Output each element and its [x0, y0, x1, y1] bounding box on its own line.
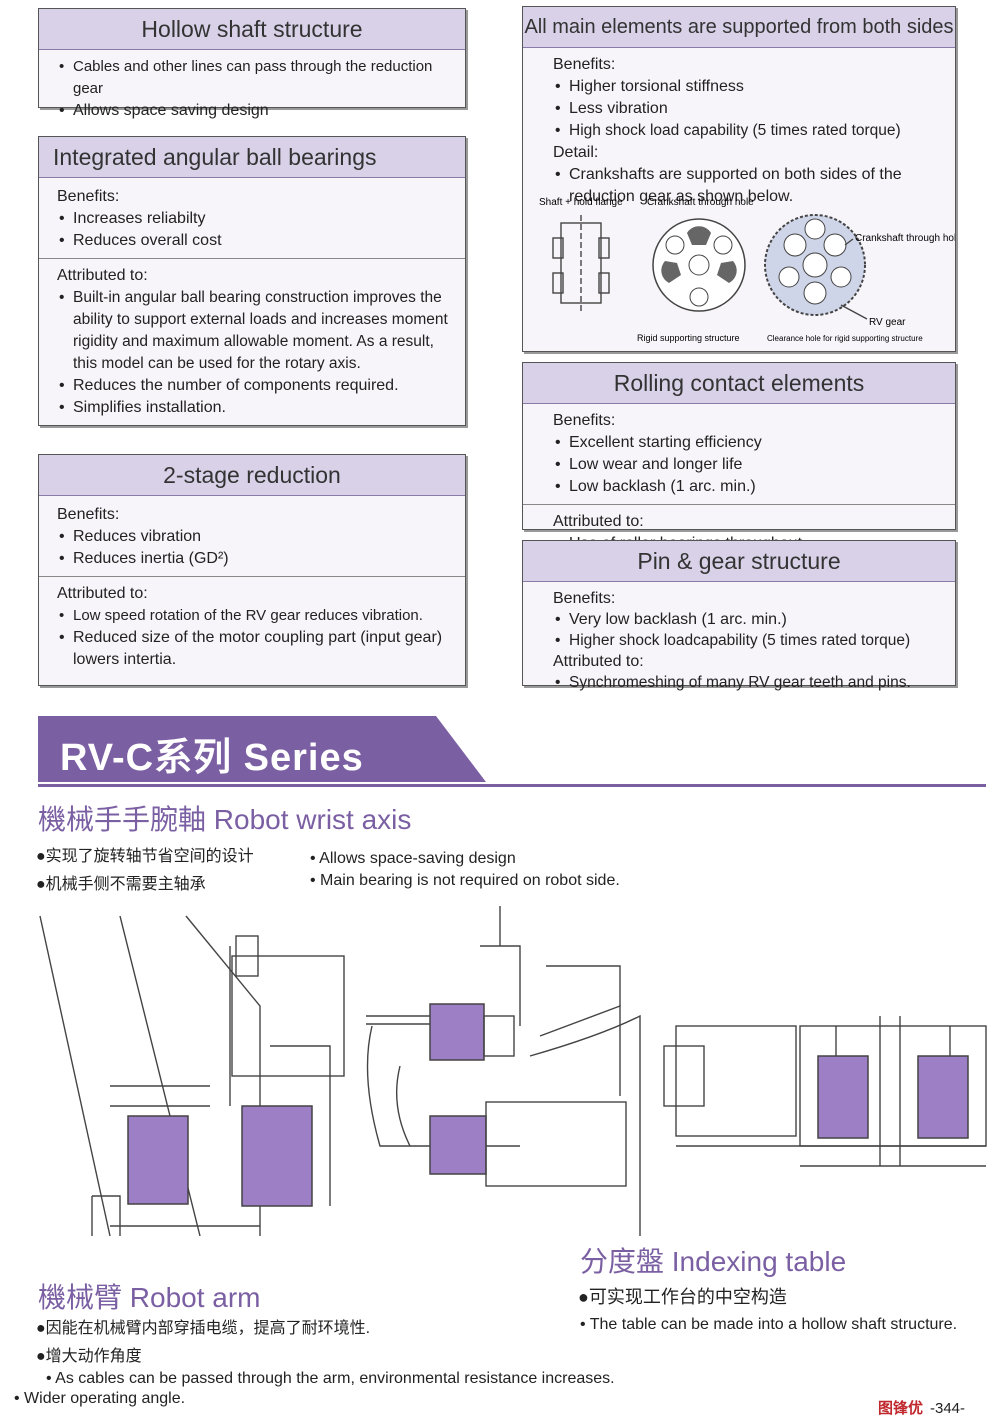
indexing-en-1: • The table can be made into a hollow sh…	[580, 1316, 958, 1333]
wrist-en-1: • Allows space-saving design	[310, 850, 516, 867]
arm-cn-1: ●因能在机械臂内部穿插电缆，提高了耐环境性.	[36, 1320, 371, 1337]
benefit-item: Low backlash (1 arc. min.)	[553, 476, 941, 498]
benefits-label: Benefits:	[553, 412, 616, 429]
attr-item: Built-in angular ball bearing constructi…	[57, 287, 451, 375]
robot-arm-drawing	[39, 915, 345, 1236]
benefit-item: Reduces vibration	[57, 526, 451, 548]
benefits-label: Benefits:	[57, 506, 120, 523]
benefit-item: Higher torsional stiffness	[553, 76, 941, 98]
indexing-title: 分度盤 Indexing table	[580, 1246, 847, 1277]
benefit-item: Excellent starting efficiency	[553, 432, 941, 454]
rolling-title: Rolling contact elements	[523, 363, 955, 404]
detail-label: Detail:	[553, 144, 599, 161]
series-banner	[38, 716, 486, 782]
rv-gear-disk	[764, 214, 866, 316]
wrist-drawing	[366, 906, 641, 1236]
attr-item: Reduced size of the motor coupling part …	[57, 627, 451, 671]
hollow-item: Cables and other lines can pass through …	[57, 56, 451, 100]
page-number: -344-	[930, 1400, 966, 1417]
shaft-cross-section	[552, 215, 610, 313]
rigid-label: Rigid supporting structure	[637, 333, 740, 343]
benefit-item: Reduces overall cost	[57, 230, 451, 252]
attr-item: Reduces the number of components require…	[57, 375, 451, 397]
benefit-item: Increases reliabilty	[57, 208, 451, 230]
divider	[523, 504, 955, 505]
crankshaft-support-figure: Shaft + hold flange Crankshaft through h…	[539, 197, 955, 343]
indexing-cn-1: ●可实现工作台的中空构造	[578, 1287, 787, 1307]
benefit-item: High shock load capability (5 times rate…	[553, 120, 941, 142]
rolling-box: Rolling contact elements Benefits: Excel…	[522, 362, 956, 555]
attributed-label: Attributed to:	[553, 513, 644, 530]
benefit-item: Less vibration	[553, 98, 941, 120]
benefit-item: Reduces inertia (GD²)	[57, 548, 451, 570]
attr-item: Simplifies installation.	[57, 397, 451, 419]
hollow-shaft-box: Hollow shaft structure Cables and other …	[38, 8, 466, 122]
clearance-label: Clearance hole for rigid supporting stru…	[767, 334, 923, 343]
bearings-title: Integrated angular ball bearings	[39, 137, 465, 178]
hollow-shaft-title: Hollow shaft structure	[39, 9, 465, 50]
benefit-item: Low wear and longer life	[553, 454, 941, 476]
attributed-label: Attributed to:	[57, 585, 148, 602]
divider	[39, 576, 465, 577]
pin-gear-title: Pin & gear structure	[523, 541, 955, 582]
shaft-label: Shaft + hold flange	[539, 197, 623, 208]
pin-gear-box: Pin & gear structure Benefits: Very low …	[522, 540, 956, 693]
rigid-support-disk	[652, 218, 746, 312]
attributed-label: Attributed to:	[57, 267, 148, 284]
wrist-title: 機械手手腕軸 Robot wrist axis	[38, 804, 412, 835]
two-stage-title: 2-stage reduction	[39, 455, 465, 496]
series-title: RV-C系列 Series	[60, 737, 364, 779]
wrist-cn-2: ●机械手侧不需要主轴承	[36, 876, 206, 893]
benefit-item: Higher shock loadcapability (5 times rat…	[553, 630, 941, 651]
benefits-label: Benefits:	[553, 56, 616, 73]
support-box: All main elements are supported from bot…	[522, 6, 956, 352]
bearings-box: Integrated angular ball bearings Benefit…	[38, 136, 466, 426]
attr-item: Low speed rotation of the RV gear reduce…	[57, 605, 451, 627]
arm-en-2: • Wider operating angle.	[14, 1390, 186, 1407]
arm-title: 機械臂 Robot arm	[38, 1282, 261, 1313]
wrist-cn-1: ●实现了旋转轴节省空间的设计	[36, 848, 254, 865]
support-title: All main elements are supported from bot…	[523, 7, 955, 48]
arm-en-1: • As cables can be passed through the ar…	[46, 1370, 615, 1387]
rv-gear-label: RV gear	[869, 317, 906, 328]
benefits-label: Benefits:	[553, 590, 616, 607]
wrist-en-2: • Main bearing is not required on robot …	[310, 872, 620, 889]
banner-underline	[38, 784, 986, 787]
footer-brand: 图锋优	[878, 1400, 924, 1417]
crank-label: Crankshaft through hole	[855, 233, 955, 244]
attributed-label: Attributed to:	[553, 653, 644, 670]
indexing-table-drawing	[663, 1016, 987, 1167]
hollow-item: Allows space saving design	[57, 100, 451, 122]
arm-cn-2: ●增大动作角度	[36, 1348, 142, 1365]
robot-mechanism-drawing	[39, 906, 987, 1236]
benefits-label: Benefits:	[57, 188, 120, 205]
detail-item: Crankshafts are supported on both sides …	[553, 164, 941, 208]
benefit-item: Very low backlash (1 arc. min.)	[553, 609, 941, 630]
hole-label: Crankshaft through hole	[647, 197, 754, 208]
attr-item: Synchromeshing of many RV gear teeth and…	[553, 672, 941, 693]
divider	[39, 258, 465, 259]
two-stage-box: 2-stage reduction Benefits: Reduces vibr…	[38, 454, 466, 686]
